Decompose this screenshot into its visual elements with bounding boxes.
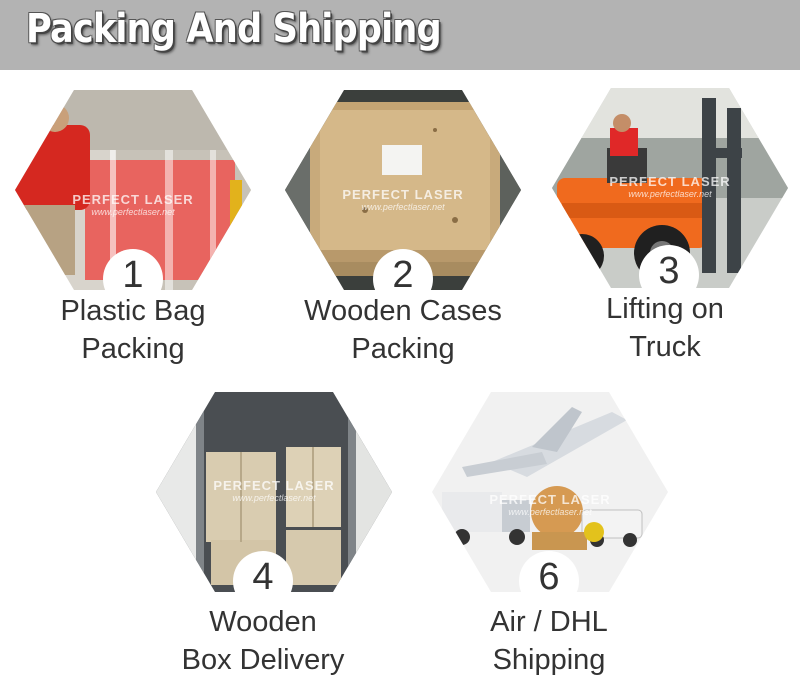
step-number: 6 xyxy=(538,556,560,598)
step-number-bg xyxy=(373,249,433,309)
header-bar: Packing And Shipping xyxy=(0,0,800,70)
step-number: 1 xyxy=(122,254,144,296)
page-title: Packing And Shipping xyxy=(26,6,442,52)
step-number-bg xyxy=(519,551,579,611)
step-number-bg xyxy=(639,245,699,305)
step-number: 4 xyxy=(252,556,274,598)
step-number-bg xyxy=(233,551,293,611)
step-number: 2 xyxy=(392,254,414,296)
step-number-bg xyxy=(103,249,163,309)
step-number: 3 xyxy=(658,250,680,292)
